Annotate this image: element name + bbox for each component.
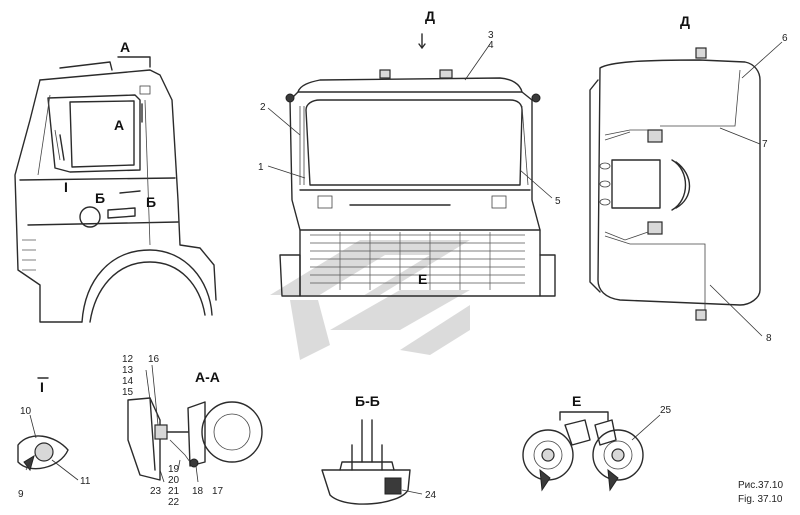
- front-grille: [310, 232, 525, 290]
- label-20: 20: [168, 475, 180, 486]
- label-22: 22: [168, 497, 180, 508]
- label-6: 6: [782, 33, 788, 44]
- cab-rear-view: Д: [589, 13, 761, 321]
- figure-caption-ru: Рис.37.10: [738, 480, 783, 491]
- label-13: 13: [122, 365, 134, 376]
- view-label-i-side: I: [64, 179, 68, 195]
- cab-front-view: [279, 69, 556, 297]
- label-8: 8: [766, 333, 772, 344]
- label-24: 24: [425, 490, 437, 501]
- label-5: 5: [555, 196, 561, 207]
- view-label-d-top: Д: [425, 8, 435, 24]
- label-17: 17: [212, 486, 224, 497]
- view-label-d-right: Д: [680, 13, 690, 29]
- label-7: 7: [762, 139, 768, 150]
- view-label-a-arrow: А: [114, 117, 124, 133]
- label-16: 16: [148, 354, 160, 365]
- label-1: 1: [258, 162, 264, 173]
- label-4: 4: [488, 40, 494, 51]
- label-18: 18: [192, 486, 204, 497]
- leader-lines: [267, 41, 783, 337]
- view-label-e-grille: Е: [418, 271, 427, 287]
- label-10: 10: [20, 406, 32, 417]
- label-23: 23: [150, 486, 162, 497]
- view-label-i-detail: I: [40, 379, 44, 395]
- label-2: 2: [260, 102, 266, 113]
- detail-a-a: А-А 12 13 14 15 16 19 20 21 22 23 18 17: [122, 354, 263, 508]
- view-label-a-a: А-А: [195, 369, 220, 385]
- label-11: 11: [80, 476, 91, 487]
- detail-e: Е 25: [522, 393, 672, 492]
- label-14: 14: [122, 376, 134, 387]
- view-label-b1: Б: [95, 190, 105, 206]
- view-label-a: А: [120, 39, 130, 55]
- label-3: 3: [488, 30, 494, 41]
- label-19: 19: [168, 464, 180, 475]
- detail-i: I 10 11 9: [17, 377, 91, 500]
- view-label-e-detail: Е: [572, 393, 581, 409]
- label-12: 12: [122, 354, 134, 365]
- section-arrow-d-top: Д Е: [418, 8, 435, 287]
- view-label-b2: Б: [146, 194, 156, 210]
- label-21: 21: [168, 486, 180, 497]
- detail-b-b: Б-Б 24: [321, 393, 437, 505]
- label-25: 25: [660, 405, 672, 416]
- view-label-b-b: Б-Б: [355, 393, 380, 409]
- section-arrow-a: А А I Б Б: [64, 39, 156, 210]
- cab-side-view: [14, 61, 217, 323]
- label-15: 15: [122, 387, 134, 398]
- label-9: 9: [18, 489, 24, 500]
- figure-caption-en: Fig. 37.10: [738, 494, 783, 505]
